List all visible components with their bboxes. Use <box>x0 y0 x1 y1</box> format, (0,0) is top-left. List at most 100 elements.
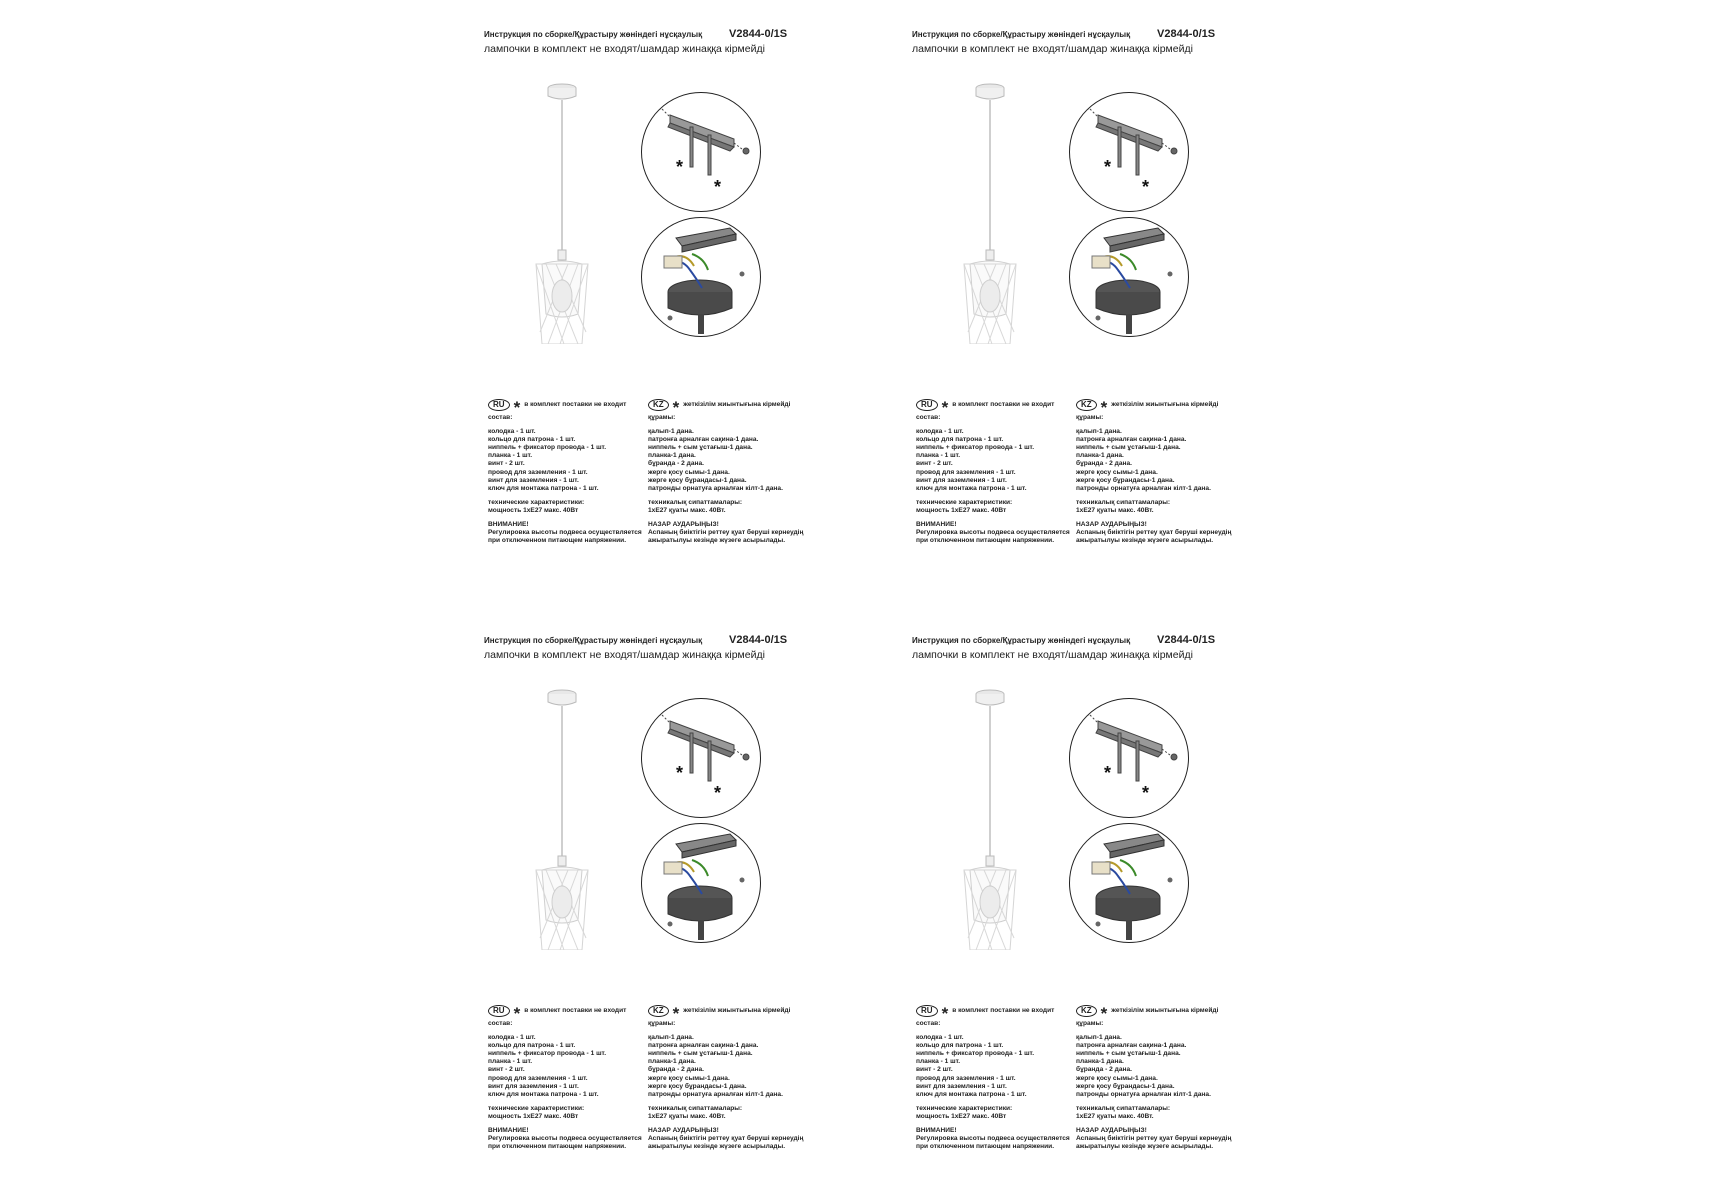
ru-item: планка - 1 шт. <box>488 452 533 460</box>
asterisk-icon: * <box>1104 157 1111 177</box>
ru-badge: RU <box>916 1005 938 1017</box>
bulbs-note: лампочки в комплект не входят/шамдар жин… <box>912 43 1193 55</box>
ru-warning-title: ВНИМАНИЕ! <box>916 1127 957 1135</box>
kz-item: жерге қосу сымы-1 дана. <box>648 468 730 476</box>
ru-item: колодка - 1 шт. <box>488 1034 536 1042</box>
ru-specs: мощность 1хЕ27 макс. 40Вт <box>488 506 579 514</box>
asterisk-icon: * <box>714 177 721 197</box>
kz-badge: KZ <box>1076 1005 1097 1017</box>
kz-warning-line: Аспаның биіктігін реттеу қуат беруші кер… <box>1076 529 1232 537</box>
pendant-lamp-illustration <box>963 83 1017 344</box>
kz-not-included-note: жеткізілім жиынтығына кірмейді <box>1111 1006 1219 1014</box>
instruction-sheet: Инструкция по сборке/Құрастыру жөніндегі… <box>484 634 914 1196</box>
kz-item: патронды орнатуға арналған кілт-1 дана. <box>648 484 783 492</box>
asterisk-icon: * <box>676 157 683 177</box>
kz-warning-line: ажыратылуы кезінде жүзеге асырылады. <box>1076 1143 1214 1151</box>
kz-warning-title: НАЗАР АУДАРЫҢЫЗ! <box>648 521 719 529</box>
ru-specs-title: технические характеристики: <box>488 1104 585 1112</box>
kz-item: патронды орнатуға арналған кілт-1 дана. <box>648 1090 783 1098</box>
ru-warning-title: ВНИМАНИЕ! <box>488 521 529 529</box>
ru-specs-title: технические характеристики: <box>488 498 585 506</box>
instruction-title: Инструкция по сборке/Құрастыру жөніндегі… <box>912 636 1131 645</box>
ru-item: колодка - 1 шт. <box>916 428 964 436</box>
kz-specs-title: техникалық сипаттамалары: <box>1076 498 1171 506</box>
kz-specs-title: техникалық сипаттамалары: <box>648 498 743 506</box>
asterisk-icon: * <box>672 1004 680 1023</box>
instruction-title: Инструкция по сборке/Құрастыру жөніндегі… <box>912 30 1131 39</box>
ru-item: ниппель + фиксатор провода - 1 шт. <box>916 444 1035 452</box>
kz-warning-line: ажыратылуы кезінде жүзеге асырылады. <box>1076 537 1214 545</box>
model-number: V2844-0/1S <box>729 28 788 40</box>
ru-badge: RU <box>488 1005 510 1017</box>
ru-warning-line: Регулировка высоты подвеса осуществляетс… <box>916 529 1070 537</box>
kz-item: ниппель + сым ұстағыш-1 дана. <box>648 1050 753 1058</box>
ru-item: кольцо для патрона - 1 шт. <box>488 436 576 444</box>
ru-item: винт для заземления - 1 шт. <box>916 476 1007 484</box>
ru-item: планка - 1 шт. <box>488 1058 533 1066</box>
ru-specs: мощность 1хЕ27 макс. 40Вт <box>488 1112 579 1120</box>
ru-badge: RU <box>488 399 510 411</box>
ru-item: винт для заземления - 1 шт. <box>488 476 579 484</box>
kz-contents-title: құрамы: <box>1076 1020 1104 1027</box>
kz-item: жерге қосу бұрандасы-1 дана. <box>1076 476 1175 484</box>
ru-item: винт для заземления - 1 шт. <box>916 1082 1007 1090</box>
asterisk-icon: * <box>513 1004 521 1023</box>
ru-item: ключ для монтажа патрона - 1 шт. <box>488 484 599 492</box>
kz-specs-title: техникалық сипаттамалары: <box>648 1104 743 1112</box>
ru-item: винт - 2 шт. <box>488 1066 525 1074</box>
kz-warning-title: НАЗАР АУДАРЫҢЫЗ! <box>1076 1127 1147 1135</box>
asterisk-icon: * <box>1104 763 1111 783</box>
ru-contents-title: состав: <box>488 1020 513 1027</box>
kz-item: ниппель + сым ұстағыш-1 дана. <box>1076 444 1181 452</box>
instruction-sheet: Инструкция по сборке/Құрастыру жөніндегі… <box>912 28 1342 590</box>
ru-item: ключ для монтажа патрона - 1 шт. <box>916 484 1027 492</box>
ru-item: планка - 1 шт. <box>916 452 961 460</box>
kz-contents-title: құрамы: <box>648 414 676 421</box>
ru-item: ключ для монтажа патрона - 1 шт. <box>488 1090 599 1098</box>
asterisk-icon: * <box>1100 1004 1108 1023</box>
kz-item: патронға арналған сақина-1 дана. <box>648 436 759 444</box>
kz-contents-title: құрамы: <box>1076 414 1104 421</box>
ru-item: ниппель + фиксатор провода - 1 шт. <box>488 444 607 452</box>
kz-item: бұранда - 2 дана. <box>648 1066 704 1074</box>
kz-warning-line: Аспаның биіктігін реттеу қуат беруші кер… <box>1076 1135 1232 1143</box>
instruction-title: Инструкция по сборке/Құрастыру жөніндегі… <box>484 636 703 645</box>
kz-not-included-note: жеткізілім жиынтығына кірмейді <box>1111 400 1219 408</box>
model-number: V2844-0/1S <box>1157 634 1216 646</box>
bulbs-note: лампочки в комплект не входят/шамдар жин… <box>484 43 765 55</box>
model-number: V2844-0/1S <box>1157 28 1216 40</box>
kz-badge: KZ <box>1076 399 1097 411</box>
ru-item: планка - 1 шт. <box>916 1058 961 1066</box>
ru-item: колодка - 1 шт. <box>916 1034 964 1042</box>
kazakh-column: KZ * жеткізілім жиынтығына кірмейді құра… <box>1076 398 1256 545</box>
kz-warning-line: ажыратылуы кезінде жүзеге асырылады. <box>648 1143 786 1151</box>
russian-column: RU * в комплект поставки не входит соста… <box>488 398 653 545</box>
ru-item: провод для заземления - 1 шт. <box>488 468 588 476</box>
kz-not-included-note: жеткізілім жиынтығына кірмейді <box>683 400 791 408</box>
mounting-bracket-detail: * * <box>641 92 761 212</box>
ru-item: винт - 2 шт. <box>916 460 953 468</box>
kz-warning-line: Аспаның биіктігін реттеу қуат беруші кер… <box>648 1135 804 1143</box>
bulbs-note: лампочки в комплект не входят/шамдар жин… <box>484 649 765 661</box>
instruction-sheet: Инструкция по сборке/Құрастыру жөніндегі… <box>484 28 914 590</box>
kz-item: жерге қосу сымы-1 дана. <box>1076 1074 1158 1082</box>
ru-warning-line: Регулировка высоты подвеса осуществляетс… <box>488 1135 642 1143</box>
kz-item: патронға арналған сақина-1 дана. <box>648 1042 759 1050</box>
pendant-lamp-illustration <box>963 689 1017 950</box>
ru-item: кольцо для патрона - 1 шт. <box>488 1042 576 1050</box>
kz-warning-title: НАЗАР АУДАРЫҢЫЗ! <box>1076 521 1147 529</box>
kz-contents-title: құрамы: <box>648 1020 676 1027</box>
kz-item: планка-1 дана. <box>1076 452 1124 460</box>
asterisk-icon: * <box>941 398 949 417</box>
ru-not-included-note: в комплект поставки не входит <box>952 1006 1055 1014</box>
canopy-wiring-detail <box>1069 823 1189 943</box>
kz-specs: 1хЕ27 қуаты макс. 40Вт. <box>1076 506 1154 514</box>
kz-item: бұранда - 2 дана. <box>648 460 704 468</box>
ru-warning-line: Регулировка высоты подвеса осуществляетс… <box>488 529 642 537</box>
canopy-wiring-detail <box>1069 217 1189 337</box>
kz-specs: 1хЕ27 қуаты макс. 40Вт. <box>648 1112 726 1120</box>
asterisk-icon: * <box>1142 783 1149 803</box>
kz-item: жерге қосу бұрандасы-1 дана. <box>648 476 747 484</box>
russian-column: RU * в комплект поставки не входит соста… <box>916 398 1081 545</box>
kz-item: жерге қосу бұрандасы-1 дана. <box>1076 1082 1175 1090</box>
